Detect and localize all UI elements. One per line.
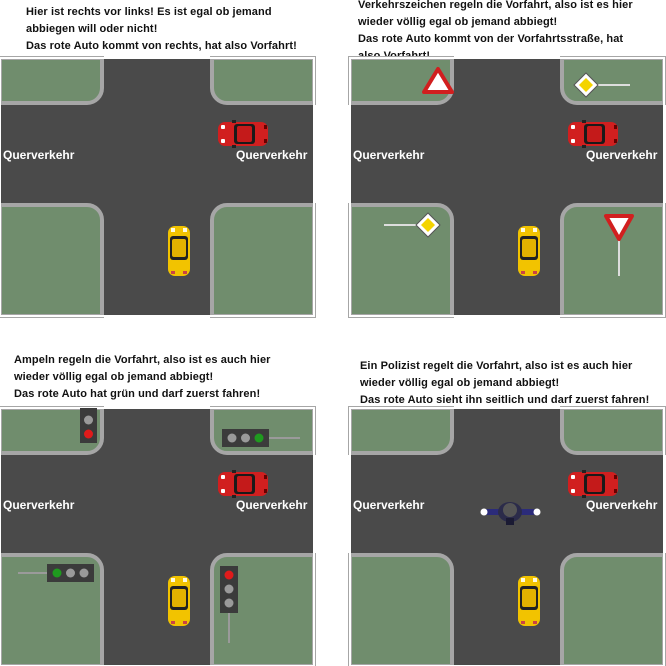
red-car-icon xyxy=(568,470,618,498)
road-label-left: Querverkehr xyxy=(3,498,75,512)
panel-4-intersection: Querverkehr Querverkehr xyxy=(348,406,666,666)
caption-panel-3: Ampeln regeln die Vorfahrt, also ist es … xyxy=(14,352,271,403)
warning-sign-icon xyxy=(422,67,454,94)
caption-line: Verkehrszeichen regeln die Vorfahrt, als… xyxy=(358,0,633,11)
caption-line: Ampeln regeln die Vorfahrt, also ist es … xyxy=(14,354,271,366)
panel-1-intersection: Querverkehr Querverkehr xyxy=(0,56,316,318)
road-label-left: Querverkehr xyxy=(353,148,425,162)
red-car-icon xyxy=(218,470,268,498)
road-label-right: Querverkehr xyxy=(236,148,308,162)
caption-panel-4: Ein Polizist regelt die Vorfahrt, also i… xyxy=(360,358,649,409)
panel-3-intersection: Querverkehr Querverkehr xyxy=(0,406,316,666)
caption-line: abbiegen will oder nicht! xyxy=(26,23,158,35)
yellow-car-icon xyxy=(168,576,190,626)
yield-sign-icon xyxy=(604,214,634,276)
police-officer-icon xyxy=(480,502,541,525)
caption-panel-1: Hier ist rechts vor links! Es ist egal o… xyxy=(26,4,297,55)
priority-road-sign-icon xyxy=(384,212,441,238)
yellow-car-icon xyxy=(518,226,540,276)
priority-road-sign-icon xyxy=(573,72,630,98)
caption-line: wieder völlig egal ob jemand abbiegt! xyxy=(14,371,214,383)
caption-line: wieder völlig egal ob jemand abbiegt! xyxy=(360,377,560,389)
caption-line: Das rote Auto kommt von rechts, hat also… xyxy=(26,40,297,52)
panel-2-intersection: Querverkehr Querverkehr xyxy=(348,56,666,318)
traffic-light-icon xyxy=(18,564,94,582)
road-label-right: Querverkehr xyxy=(236,498,308,512)
yellow-car-icon xyxy=(518,576,540,626)
red-car-icon xyxy=(218,120,268,148)
caption-line: Hier ist rechts vor links! Es ist egal o… xyxy=(26,6,272,18)
caption-line: Ein Polizist regelt die Vorfahrt, also i… xyxy=(360,360,633,372)
caption-line: Das rote Auto kommt von der Vorfahrtsstr… xyxy=(358,33,624,45)
road-label-right: Querverkehr xyxy=(586,498,658,512)
red-car-icon xyxy=(568,120,618,148)
road-label-right: Querverkehr xyxy=(586,148,658,162)
caption-line: wieder völlig egal ob jemand abbiegt! xyxy=(358,16,558,28)
yellow-car-icon xyxy=(168,226,190,276)
caption-line: Das rote Auto hat grün und darf zuerst f… xyxy=(14,388,261,400)
road-label-left: Querverkehr xyxy=(353,498,425,512)
traffic-light-icon xyxy=(80,408,97,443)
traffic-light-icon xyxy=(222,429,300,447)
road-label-left: Querverkehr xyxy=(3,148,75,162)
caption-line: Das rote Auto sieht ihn seitlich und dar… xyxy=(360,394,650,406)
traffic-light-icon xyxy=(220,566,238,643)
